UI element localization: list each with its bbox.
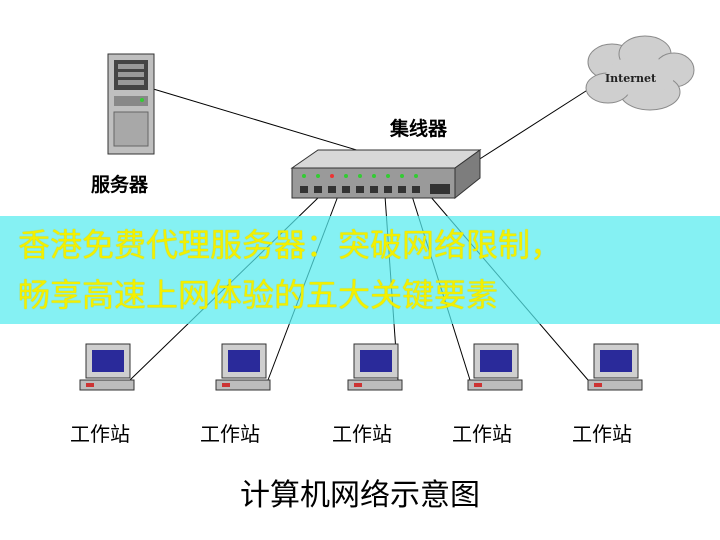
server-label: 服务器: [91, 174, 149, 196]
internet-cloud-icon: [585, 35, 695, 111]
hub-internet-link: [474, 81, 601, 163]
workstation-label-1: 工作站: [70, 422, 130, 446]
workstation-label-4: 工作站: [452, 422, 512, 446]
workstation-icon-2: [215, 343, 271, 391]
diagram-caption: 计算机网络示意图: [240, 478, 480, 513]
server-icon: [107, 53, 155, 155]
banner-line-2: 畅享高速上网体验的五大关键要素: [18, 276, 499, 314]
workstation-icon-5: [587, 343, 643, 391]
hub-icon: [290, 149, 482, 200]
workstation-icon-4: [467, 343, 523, 391]
internet-label: Internet: [605, 72, 657, 85]
workstation-label-3: 工作站: [332, 422, 392, 446]
server-hub-link: [149, 87, 391, 161]
workstation-label-2: 工作站: [200, 422, 260, 446]
workstation-icon-1: [79, 343, 135, 391]
hub-label: 集线器: [390, 118, 448, 140]
workstation-label-5: 工作站: [572, 422, 632, 446]
banner-line-1: 香港免费代理服务器：突破网络限制，: [18, 226, 563, 264]
workstation-icon-3: [347, 343, 403, 391]
overlay-banner: 香港免费代理服务器：突破网络限制， 畅享高速上网体验的五大关键要素: [0, 216, 720, 324]
